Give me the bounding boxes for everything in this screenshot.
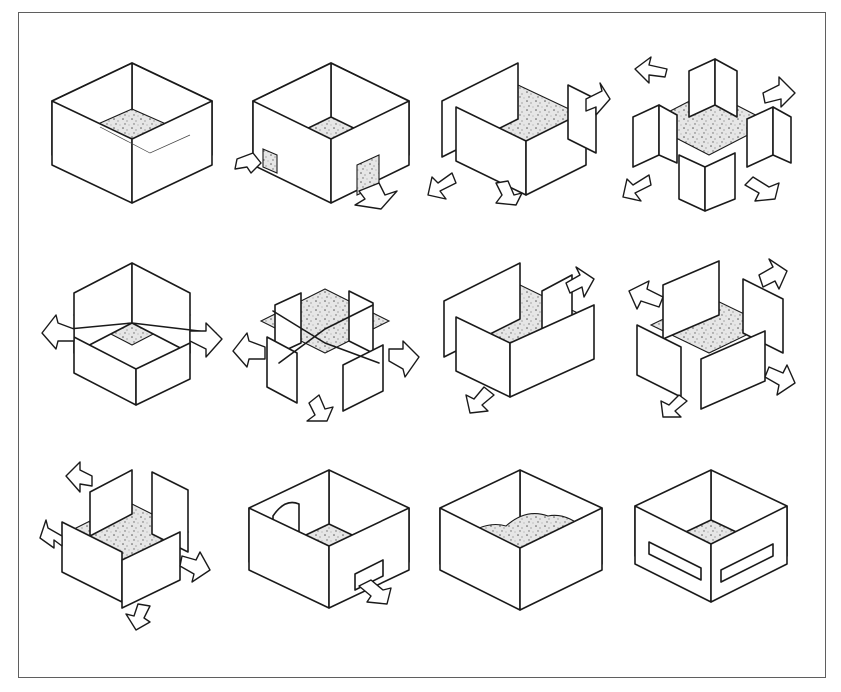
panel-box-with-slot-openings-drawing: [619, 452, 804, 622]
panel-x-split-box-drawing: [233, 245, 418, 415]
panel-l-walls-box: [426, 245, 611, 415]
panel-box-with-curved-interior: [426, 452, 611, 622]
panel-corner-open-box: [619, 245, 804, 415]
panel-split-box-open-ends: [426, 45, 611, 215]
panel-closed-box: [40, 45, 225, 215]
panel-l-walls-box-drawing: [426, 245, 611, 415]
panel-x-split-box: [233, 245, 418, 415]
panel-box-with-door-openings-drawing: [233, 45, 418, 215]
panel-cross-split-box-drawing: [619, 45, 804, 215]
panel-cross-split-box: [619, 45, 804, 215]
panel-diagonal-split-box-drawing: [40, 245, 225, 415]
panel-parallel-walls-open-drawing: [40, 452, 225, 622]
panel-corner-open-box-drawing: [619, 245, 804, 415]
panel-box-with-door-openings: [233, 45, 418, 215]
panel-closed-box-drawing: [40, 45, 225, 215]
panel-box-with-slot-openings: [619, 452, 804, 622]
panel-box-with-curved-interior-drawing: [426, 452, 611, 622]
panel-split-box-open-ends-drawing: [426, 45, 611, 215]
panel-parallel-walls-open: [40, 452, 225, 622]
panel-diagonal-split-box: [40, 245, 225, 415]
panel-box-with-window: [233, 452, 418, 622]
panel-box-with-window-drawing: [233, 452, 418, 622]
